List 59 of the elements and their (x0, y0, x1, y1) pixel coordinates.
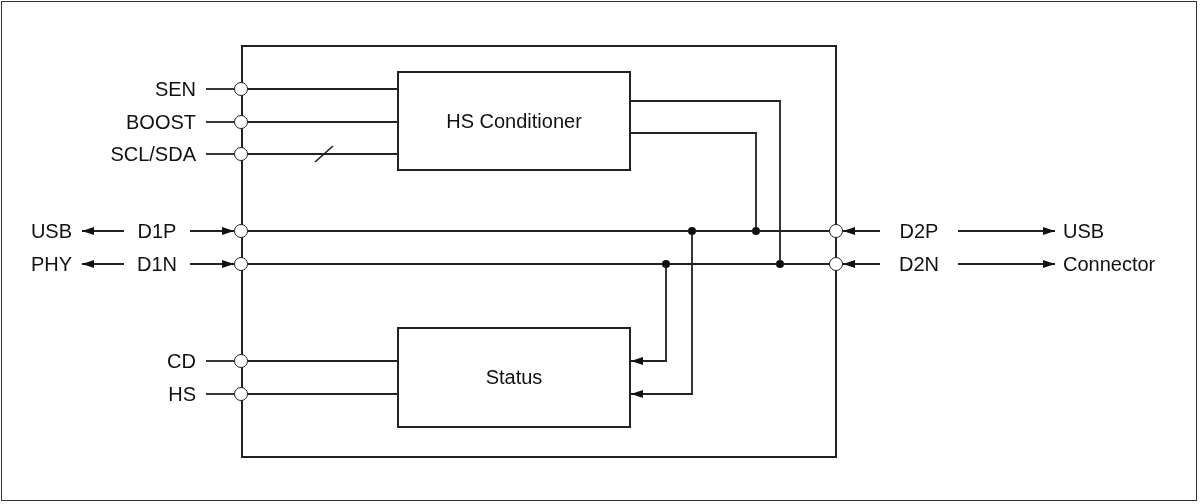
signal-label: BOOST (86, 111, 206, 133)
signal-label: USB (16, 220, 82, 242)
pin-circle (829, 224, 843, 238)
signal-label: SCL/SDA (70, 143, 206, 165)
wire (759, 230, 830, 232)
wire (247, 121, 398, 123)
pin-circle (234, 387, 248, 401)
pin-circle (234, 82, 248, 96)
wire (783, 263, 830, 265)
signal-label: CD (120, 350, 206, 372)
junction-dot (662, 260, 670, 268)
signal-label: SEN (110, 78, 206, 100)
chip-outline (241, 45, 837, 458)
signal-label: D2P (880, 220, 958, 242)
signal-label: PHY (16, 253, 82, 275)
pin-circle (234, 147, 248, 161)
pin-circle (234, 257, 248, 271)
wire (205, 360, 235, 362)
function-block (397, 327, 631, 428)
signal-label: Connector (1055, 253, 1185, 275)
signal-label: D2N (880, 253, 958, 275)
pin-circle (234, 115, 248, 129)
wire (630, 132, 757, 228)
arrow (81, 227, 125, 235)
arrow (957, 260, 1056, 268)
arrow (842, 227, 881, 235)
arrow (189, 260, 235, 268)
wire (247, 230, 689, 232)
wire (247, 393, 398, 395)
pin-circle (234, 354, 248, 368)
arrow (189, 227, 235, 235)
junction-dot (776, 260, 784, 268)
wire (247, 360, 398, 362)
wire (205, 393, 235, 395)
wire (205, 121, 235, 123)
wire (247, 88, 398, 90)
wire (695, 230, 753, 232)
signal-label: D1P (124, 220, 190, 242)
signal-label: HS (120, 383, 206, 405)
junction-dot (688, 227, 696, 235)
wire (630, 100, 781, 261)
wire (247, 263, 663, 265)
arrow (842, 260, 881, 268)
arrow (957, 227, 1056, 235)
arrow (81, 260, 125, 268)
function-block (397, 71, 631, 171)
junction-dot (752, 227, 760, 235)
wire (247, 153, 398, 155)
pin-circle (234, 224, 248, 238)
wire (669, 263, 777, 265)
block-title: Status (485, 366, 543, 389)
signal-label: USB (1055, 220, 1135, 242)
wire (205, 153, 235, 155)
arrow (630, 267, 667, 365)
signal-label: D1N (124, 253, 190, 275)
arrow (630, 234, 693, 398)
wire (205, 88, 235, 90)
block-title: HS Conditioner (446, 109, 582, 133)
pin-circle (829, 257, 843, 271)
